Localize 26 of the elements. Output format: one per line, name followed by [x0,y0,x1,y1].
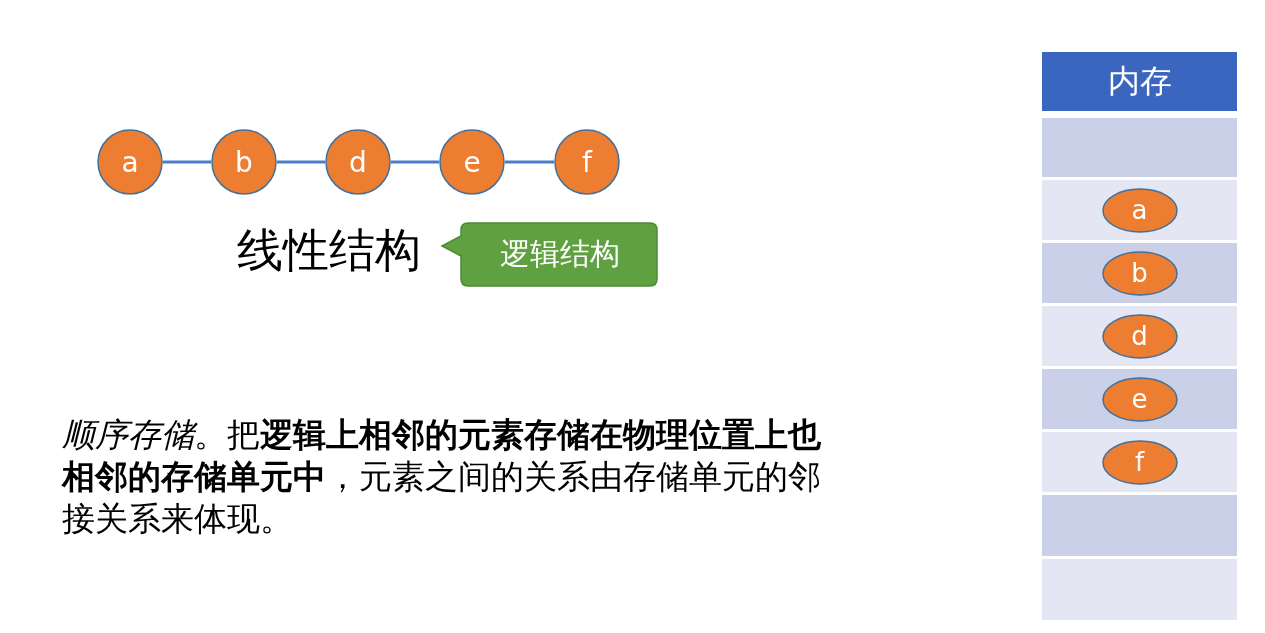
ellipse-node: a [1101,187,1178,233]
memory-cell [1042,495,1237,556]
memory-cell [1042,180,1237,240]
connector-line [505,160,554,164]
memory-cell [1042,432,1237,492]
ellipse-node: e [1101,376,1178,422]
connector-line [391,160,439,164]
circle-node: d [325,129,391,195]
memory-cell [1042,369,1237,429]
speech-bubble: 逻辑结构 [440,222,658,287]
ellipse-node: b [1101,250,1178,296]
connector-line [277,160,325,164]
connector-line [163,160,211,164]
ellipse-node: f [1101,439,1178,485]
ellipse-node: d [1101,313,1178,359]
table-header: 内存 [1042,52,1237,111]
description-text: 顺序存储。把逻辑上相邻的元素存储在物理位置上也相邻的存储单元中，元素之间的关系由存储单元的邻接关系来体现。 [62,414,822,540]
memory-cell [1042,118,1237,177]
circle-node: e [439,129,505,195]
memory-cell [1042,306,1237,366]
memory-cell [1042,559,1237,620]
circle-node: a [97,129,163,195]
circle-node: b [211,129,277,195]
circle-node: f [554,129,620,195]
memory-cell [1042,243,1237,303]
structure-heading: 线性结构 [237,222,422,279]
